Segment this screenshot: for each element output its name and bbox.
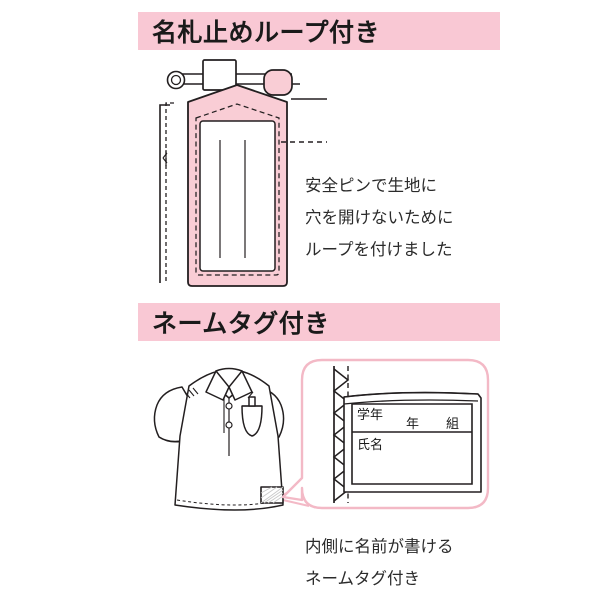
section-header-band-name-loop: 名札止めループ付き (138, 12, 500, 50)
body-line: 安全ピンで生地に (305, 177, 437, 195)
body-line: 穴を開けないために (305, 209, 454, 227)
shirt-inner-tag-patch (261, 487, 283, 503)
tag-label-name: 氏名 (357, 437, 383, 452)
section-body-text-name-tag: 内側に名前が書ける ネームタグ付き (305, 531, 454, 595)
tag-label-class: 組 (446, 416, 459, 431)
body-line: 内側に名前が書ける (305, 538, 454, 556)
section-header-title-name-tag: ネームタグ付き (152, 310, 330, 338)
name-tag-field-labels: 学年 年 組 氏名 (357, 407, 459, 452)
body-line: ループを付けました (305, 241, 453, 259)
tag-label-year: 年 (406, 416, 419, 431)
polo-shirt-icon (154, 369, 283, 511)
section-header-title-name-loop: 名札止めループ付き (152, 19, 381, 47)
safety-pin-icon (168, 60, 301, 95)
section-body-text-name-loop: 安全ピンで生地に 穴を開けないために ループを付けました (305, 170, 454, 266)
tag-label-grade: 学年 (357, 407, 383, 422)
name-tag-card (344, 393, 481, 492)
name-badge-holder-body (188, 85, 287, 286)
body-line: ネームタグ付き (305, 570, 421, 588)
section-header-band-name-tag: ネームタグ付き (138, 303, 500, 341)
loop-bracket-icon (160, 103, 174, 283)
